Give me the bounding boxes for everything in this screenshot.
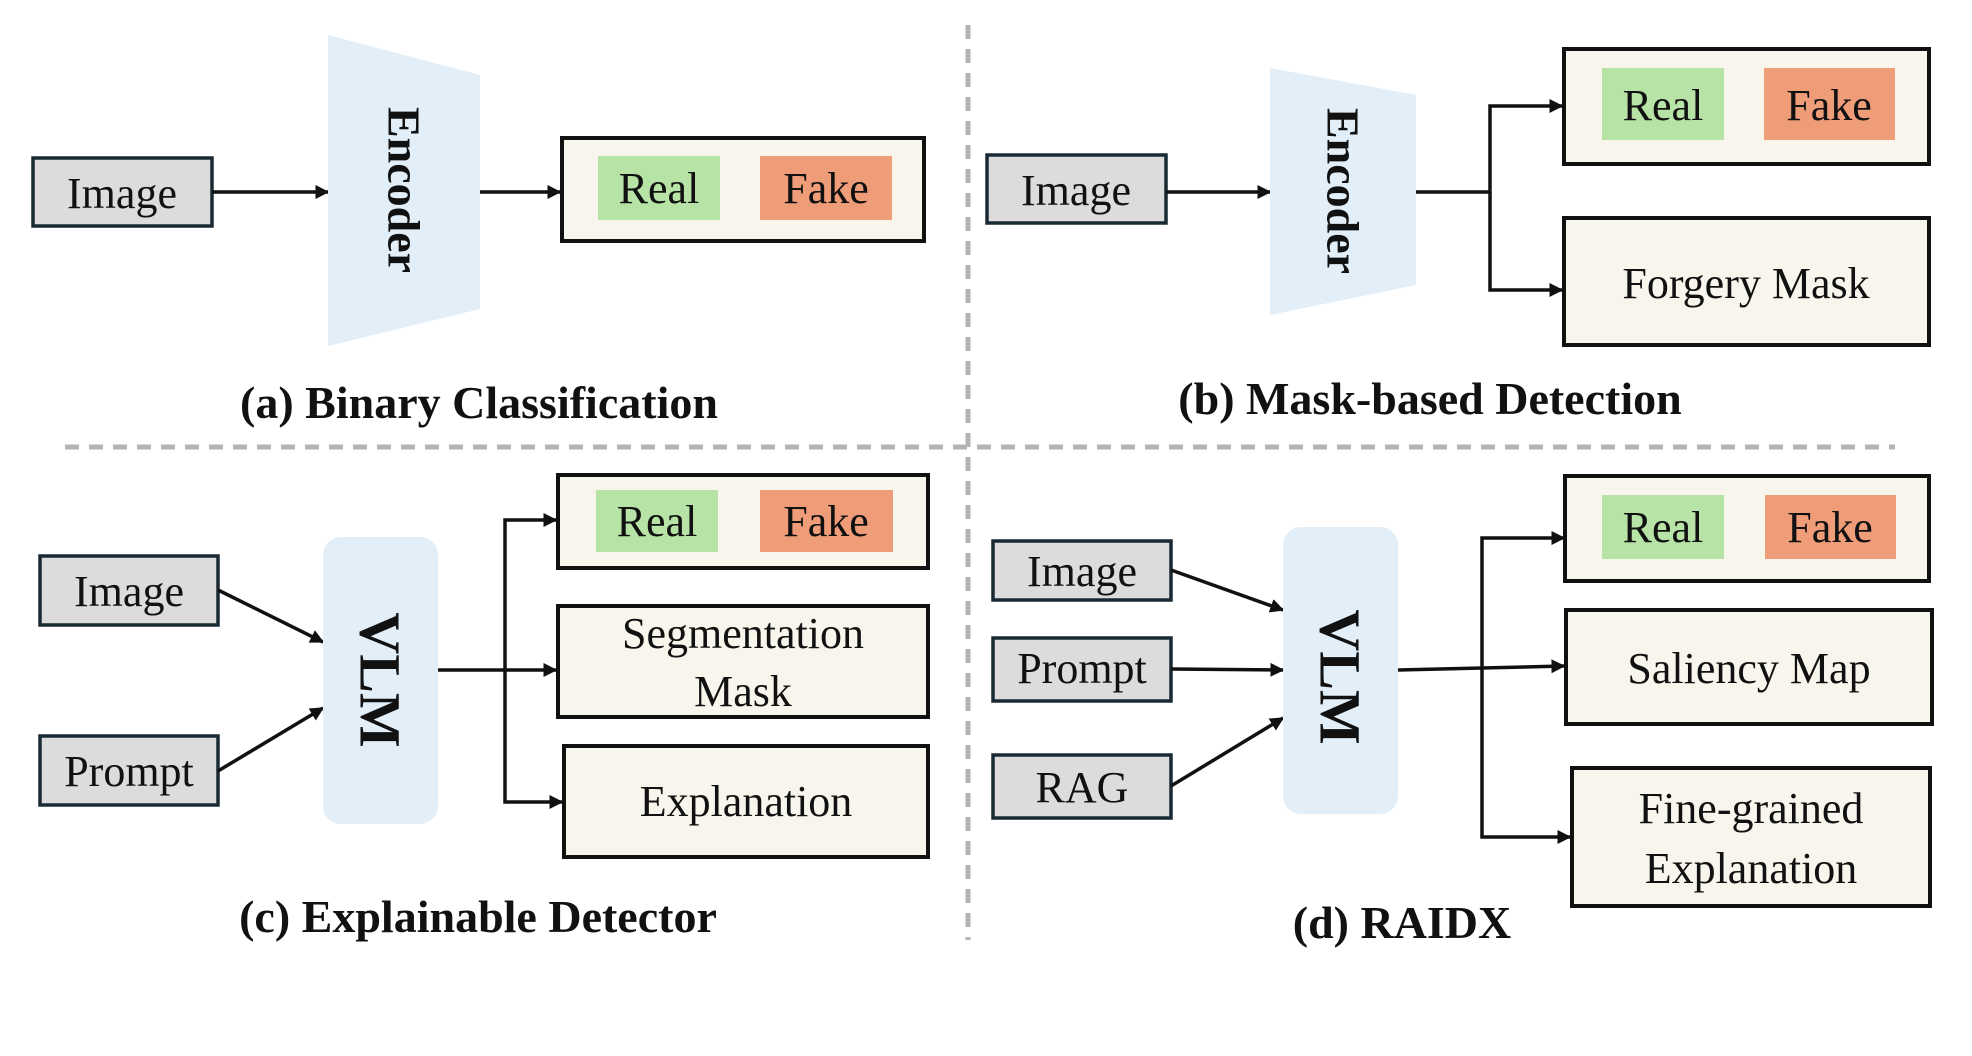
panel-b-image-label: Image bbox=[1021, 166, 1131, 215]
panel-c-real-chip bbox=[596, 490, 718, 552]
panel-d-arrow-to-saliency bbox=[1481, 659, 1566, 674]
panel-c-vlm-box bbox=[323, 537, 438, 824]
panel-c-segmentation-box bbox=[556, 604, 930, 719]
panel-d-rag-label: RAG bbox=[1036, 763, 1129, 812]
panel-c-arrow-image-vlm bbox=[217, 588, 325, 644]
panel-b-fake-chip bbox=[1764, 68, 1895, 140]
panel-b-arrow-to-mask bbox=[1488, 192, 1564, 297]
panel-d-arrow-stem bbox=[1397, 666, 1483, 672]
panel-d-caption: (d) RAIDX bbox=[1293, 897, 1512, 948]
panel-a: Image Encoder Real Fake (a) Binary Class… bbox=[31, 35, 926, 428]
panel-b: Image Encoder Real Fake Forgery Mask (b)… bbox=[985, 47, 1931, 424]
panel-d-arrow-rag-vlm bbox=[1170, 716, 1285, 788]
panel-c-segmentation-line2: Mask bbox=[694, 667, 792, 716]
panel-a-fake-chip bbox=[760, 156, 892, 220]
panel-b-forgery-mask-label: Forgery Mask bbox=[1622, 259, 1869, 308]
panel-d-finegrained-line1: Fine-grained bbox=[1639, 784, 1864, 833]
panel-c-arrow-prompt-vlm bbox=[217, 706, 325, 773]
panel-b-encoder-shape bbox=[1270, 68, 1416, 315]
panel-a-image-label: Image bbox=[67, 169, 177, 218]
panel-c-fake-label: Fake bbox=[783, 497, 869, 546]
panel-b-real-label: Real bbox=[1623, 81, 1704, 130]
panel-c-caption: (c) Explainable Detector bbox=[239, 891, 717, 942]
panel-d-image-label: Image bbox=[1027, 547, 1137, 596]
panel-b-encoder-label: Encoder bbox=[1318, 108, 1369, 274]
panel-d-vlm-box bbox=[1283, 527, 1398, 814]
panel-b-caption: (b) Mask-based Detection bbox=[1178, 373, 1681, 424]
panel-d-fake-label: Fake bbox=[1787, 503, 1873, 552]
panel-d-prompt-box bbox=[991, 636, 1173, 703]
panel-d-arrow-to-explanation bbox=[1480, 668, 1572, 844]
panel-d-real-label: Real bbox=[1623, 503, 1704, 552]
panel-d-rag-box bbox=[991, 753, 1173, 820]
panel-c-segmentation-line1: Segmentation bbox=[622, 609, 864, 658]
panel-d-real-chip bbox=[1602, 495, 1724, 559]
panel-c-prompt-label: Prompt bbox=[64, 747, 194, 796]
panel-d-finegrained-line2: Explanation bbox=[1645, 844, 1858, 893]
panel-c-arrow-to-explanation bbox=[503, 670, 564, 809]
panel-a-encoder-shape bbox=[328, 35, 480, 346]
panel-d-vlm-label: VLM bbox=[1308, 609, 1373, 744]
panel-a-fake-label: Fake bbox=[783, 164, 869, 213]
panel-b-real-chip bbox=[1602, 68, 1724, 140]
panel-c-prompt-box bbox=[38, 734, 220, 807]
panel-b-arrow-to-realfake bbox=[1416, 99, 1564, 194]
panel-c: Image Prompt VLM Real Fake Segmentation … bbox=[38, 473, 930, 942]
panel-c-image-label: Image bbox=[74, 567, 184, 616]
panel-d-arrow-image-vlm bbox=[1170, 568, 1285, 613]
panel-d-prompt-label: Prompt bbox=[1017, 644, 1147, 693]
panel-b-forgery-mask-box bbox=[1562, 216, 1931, 347]
panel-b-fake-label: Fake bbox=[1786, 81, 1872, 130]
panel-c-vlm-label: VLM bbox=[348, 612, 413, 747]
panel-c-explanation-box bbox=[562, 744, 930, 859]
panel-a-real-label: Real bbox=[619, 164, 700, 213]
panel-d-finegrained-box bbox=[1570, 766, 1932, 908]
panel-c-explanation-label: Explanation bbox=[640, 777, 853, 826]
panel-d-saliency-box bbox=[1564, 608, 1934, 726]
panel-d-arrow-prompt-vlm bbox=[1170, 662, 1285, 677]
panel-a-caption: (a) Binary Classification bbox=[240, 377, 718, 428]
panel-a-real-chip bbox=[598, 156, 720, 220]
panel-d: Image Prompt RAG VLM Real Fake Saliency … bbox=[991, 474, 1934, 948]
panel-d-image-box bbox=[991, 539, 1173, 602]
panel-c-real-label: Real bbox=[617, 497, 698, 546]
panel-c-fake-chip bbox=[760, 490, 893, 552]
panel-c-arrow-to-realfake bbox=[503, 513, 558, 670]
panel-d-saliency-label: Saliency Map bbox=[1627, 644, 1870, 693]
panel-a-encoder-label: Encoder bbox=[379, 107, 430, 273]
panel-a-image-box bbox=[31, 156, 214, 228]
panel-b-image-box bbox=[985, 153, 1168, 225]
panel-d-fake-chip bbox=[1765, 495, 1896, 559]
panel-d-arrow-to-realfake bbox=[1480, 531, 1566, 668]
